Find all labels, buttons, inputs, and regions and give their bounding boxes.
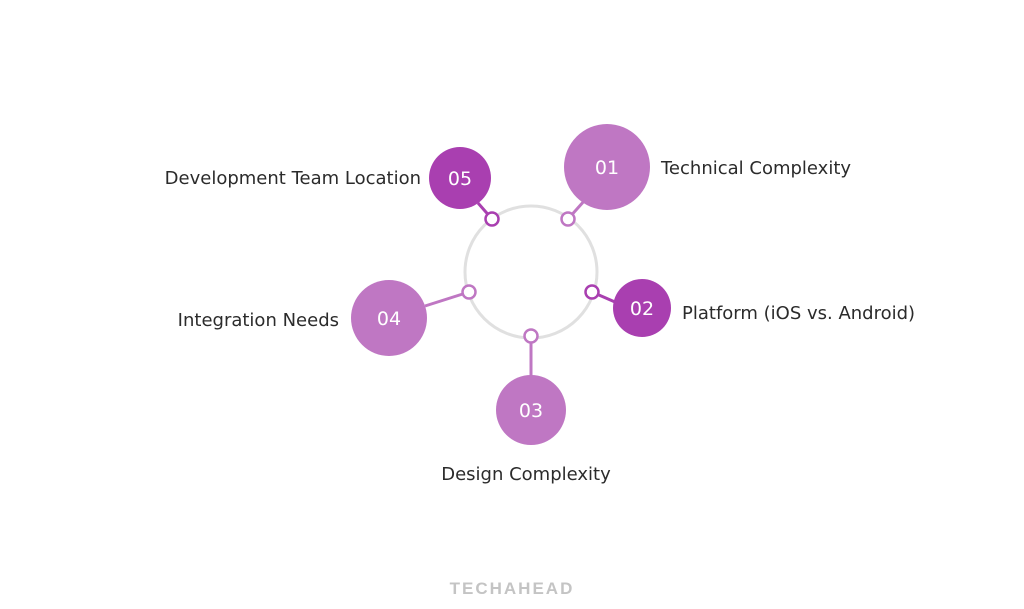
connector-dot	[560, 211, 576, 227]
node-04: 04 Integration Needs	[178, 280, 477, 356]
center-ring	[463, 204, 599, 340]
connector-dot	[523, 328, 539, 344]
techahead-logo: TECHAHEAD	[450, 579, 575, 598]
label: Integration Needs	[178, 310, 339, 331]
label: Design Complexity	[441, 464, 611, 485]
label: Platform (iOS vs. Android)	[682, 303, 915, 324]
node-03: 03 Design Complexity	[441, 328, 611, 485]
node-01: 01 Technical Complexity	[560, 124, 851, 227]
connector-dot	[484, 211, 500, 227]
number: 02	[630, 298, 654, 320]
number: 03	[519, 400, 543, 422]
number: 05	[448, 168, 472, 190]
number-circle	[613, 279, 671, 337]
number: 01	[595, 157, 619, 179]
connector-dot	[461, 284, 477, 300]
label: Technical Complexity	[660, 158, 851, 179]
number: 04	[377, 308, 401, 330]
number-circle	[496, 375, 566, 445]
label: Development Team Location	[165, 168, 421, 189]
node-02: 02 Platform (iOS vs. Android)	[584, 279, 915, 337]
number-circle	[351, 280, 427, 356]
number-circle	[564, 124, 650, 210]
number-circle	[429, 147, 491, 209]
connector-dot	[584, 284, 600, 300]
node-05: 05 Development Team Location	[165, 147, 500, 227]
